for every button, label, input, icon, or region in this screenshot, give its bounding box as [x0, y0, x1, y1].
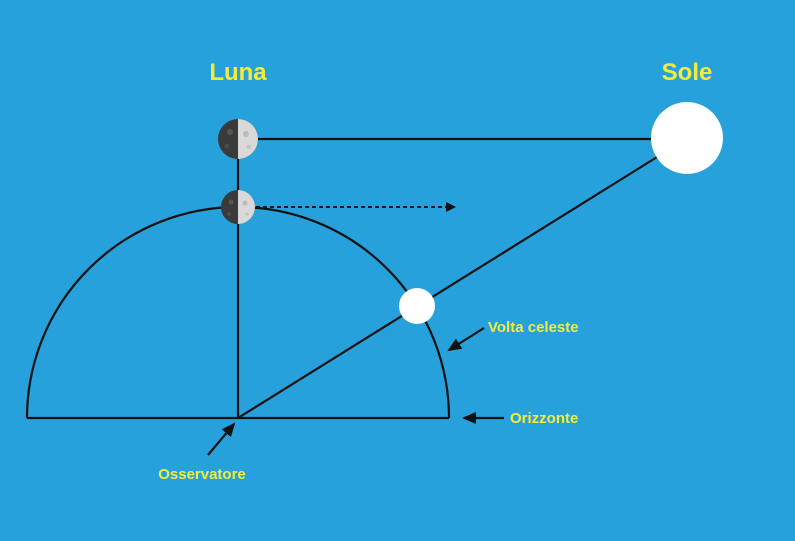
celestial-vault-arrow [447, 327, 485, 352]
moon-upper-icon [218, 119, 258, 159]
moon-label: Luna [209, 59, 267, 86]
sun-projection-disk [399, 288, 435, 324]
moon-lower-icon [221, 190, 255, 224]
observer-sun-line [237, 138, 687, 419]
observer-arrow [207, 422, 236, 456]
horizon-label: Orizzonte [510, 410, 578, 427]
celestial-vault-label: Volta celeste [488, 319, 579, 336]
observer-label: Osservatore [158, 466, 246, 483]
sun-label: Sole [662, 59, 713, 86]
sun-disk [651, 102, 723, 174]
